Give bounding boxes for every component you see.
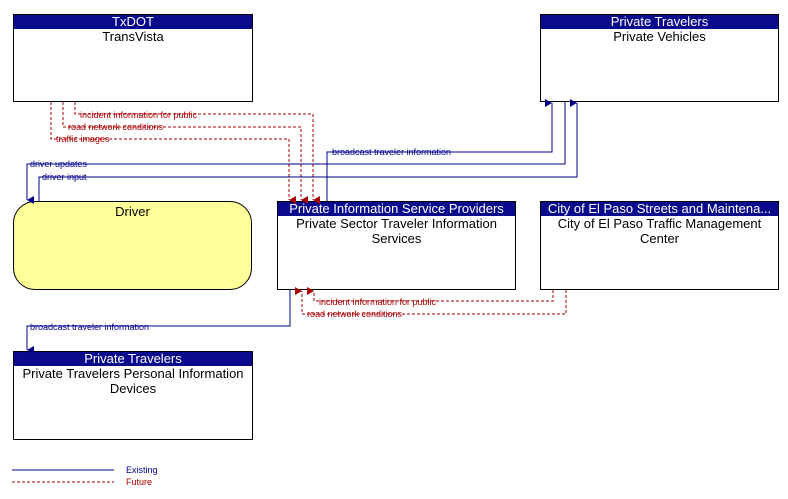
label-road-network-top: road network conditions [68, 122, 164, 132]
flow-driver-input[interactable] [38, 99, 578, 201]
ptpid-box[interactable]: Private Travelers Private Travelers Pers… [13, 351, 253, 440]
private-vehicles-box[interactable]: Private Travelers Private Vehicles [540, 14, 779, 102]
label-incident-public-top: incident information for public [80, 110, 198, 120]
label-road-network-bottom: road network conditions [307, 309, 403, 319]
ptpid-name: Private Travelers Personal Information D… [22, 366, 244, 396]
elpaso-box[interactable]: City of El Paso Streets and Maintena... … [540, 201, 779, 290]
pisp-header: Private Information Service Providers [278, 202, 515, 216]
legend-future-label: Future [126, 477, 152, 487]
elpaso-name: City of El Paso Traffic Management Cente… [557, 216, 762, 246]
private-vehicles-header: Private Travelers [541, 15, 778, 29]
flow-road-network-bottom[interactable] [295, 287, 567, 315]
transvista-box[interactable]: TxDOT TransVista [13, 14, 253, 102]
private-vehicles-name: Private Vehicles [613, 29, 706, 44]
driver-box[interactable]: Driver [13, 201, 252, 290]
flow-road-network-top[interactable] [62, 102, 308, 204]
driver-name: Driver [115, 204, 150, 219]
legend-existing-label: Existing [126, 465, 158, 475]
elpaso-header: City of El Paso Streets and Maintena... [541, 202, 778, 216]
flow-incident-public-bottom[interactable] [307, 287, 554, 302]
flow-broadcast-bottom[interactable] [26, 290, 291, 354]
label-incident-public-bottom: incident information for public [319, 297, 437, 307]
flow-traffic-images[interactable] [50, 102, 296, 204]
transvista-name: TransVista [102, 29, 164, 44]
flow-driver-updates[interactable] [26, 102, 566, 204]
flow-incident-public-top[interactable] [74, 102, 320, 204]
transvista-header: TxDOT [14, 15, 252, 29]
pisp-name: Private Sector Traveler Information Serv… [296, 216, 497, 246]
label-broadcast-bottom: broadcast traveler information [30, 322, 149, 332]
label-broadcast-top: broadcast traveler information [332, 147, 451, 157]
label-driver-updates: driver updates [30, 159, 88, 169]
ptpid-header: Private Travelers [14, 352, 252, 366]
pisp-box[interactable]: Private Information Service Providers Pr… [277, 201, 516, 290]
label-driver-input: driver input [42, 172, 87, 182]
label-traffic-images: traffic images [56, 134, 110, 144]
